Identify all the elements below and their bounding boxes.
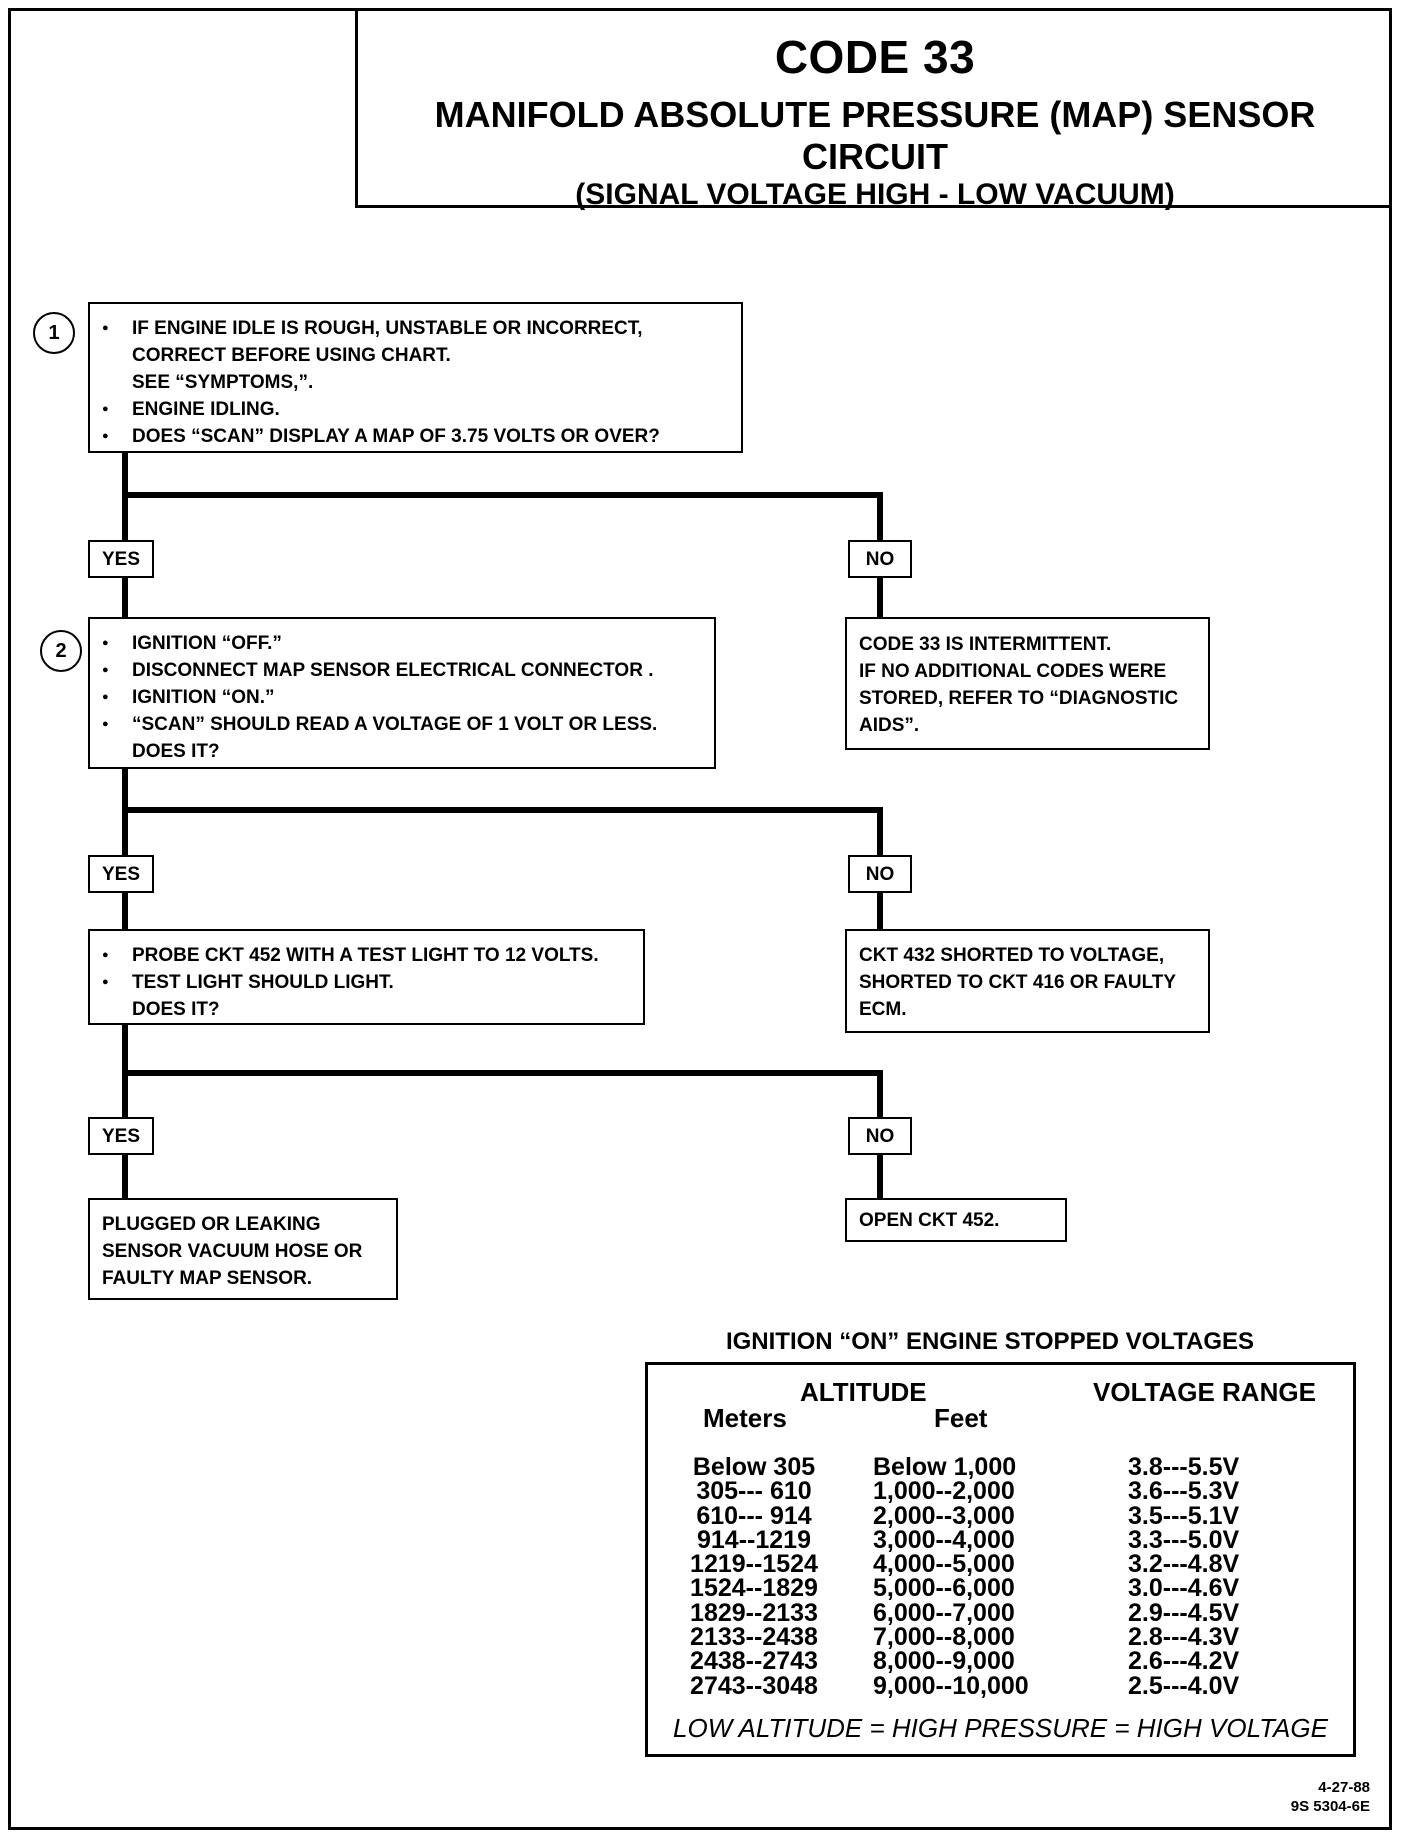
page-border — [8, 8, 1392, 1830]
voltage-cell: 3.0---4.6V — [1128, 1574, 1240, 1603]
feet-cell: 5,000--6,000 — [873, 1574, 1015, 1603]
voltage-cell: 2.8---4.3V — [1128, 1623, 1240, 1652]
feet-cell: 2,000--3,000 — [873, 1501, 1015, 1530]
voltage-cell: 2.6---4.2V — [1128, 1647, 1240, 1676]
meters-cell: Below 305 — [692, 1453, 816, 1481]
connector-line — [125, 1070, 883, 1119]
no-label: NO — [848, 855, 912, 893]
meters-cell: 914--1219 — [697, 1525, 811, 1554]
feet-cell: 3,000--4,000 — [873, 1525, 1015, 1554]
step-1-line: DOES “SCAN” DISPLAY A MAP OF 3.75 VOLTS … — [90, 423, 741, 450]
step-number-2: 2 — [40, 630, 82, 672]
voltage-header: VOLTAGE RANGE — [1093, 1377, 1316, 1407]
result-line: CKT 432 SHORTED TO VOLTAGE, — [859, 945, 1165, 966]
yes-label: YES — [88, 1117, 154, 1155]
result-line: AIDS”. — [859, 715, 920, 736]
step-3-line: PROBE CKT 452 WITH A TEST LIGHT TO 12 VO… — [90, 942, 643, 969]
no-label: NO — [848, 1117, 912, 1155]
voltage-cell: 3.6---5.3V — [1128, 1477, 1240, 1506]
voltage-cell: 3.2---4.8V — [1128, 1550, 1240, 1579]
result-open-box: OPEN CKT 452. — [845, 1198, 1067, 1242]
code-title: CODE 33 — [774, 31, 976, 83]
voltage-cell: 3.8---5.5V — [1128, 1453, 1240, 1481]
result-intermittent-box: CODE 33 IS INTERMITTENT. IF NO ADDITIONA… — [845, 617, 1210, 750]
result-line: PLUGGED OR LEAKING — [102, 1214, 321, 1235]
yes-label: YES — [88, 540, 154, 578]
feet-cell: 6,000--7,000 — [873, 1598, 1015, 1627]
connector-line — [125, 492, 883, 542]
step-3-line: TEST LIGHT SHOULD LIGHT. — [90, 969, 643, 996]
meters-column: Below 305 305--- 610 610--- 914 914--121… — [668, 1453, 840, 1700]
altitude-header: ALTITUDE — [800, 1377, 927, 1407]
feet-cell: Below 1,000 — [873, 1453, 1017, 1481]
feet-cell: 7,000--8,000 — [873, 1623, 1015, 1652]
result-line: ECM. — [859, 999, 907, 1020]
feet-cell: 1,000--2,000 — [873, 1477, 1015, 1506]
feet-header: Feet — [934, 1403, 988, 1433]
reference-date: 4-27-88 — [1318, 1779, 1370, 1796]
feet-cell: 9,000--10,000 — [873, 1671, 1029, 1700]
result-line: STORED, REFER TO “DIAGNOSTIC — [859, 688, 1179, 709]
step-2-line: DOES IT? — [132, 741, 220, 762]
step-2-line: “SCAN” SHOULD READ A VOLTAGE OF 1 VOLT O… — [90, 711, 714, 738]
voltage-cell: 3.3---5.0V — [1128, 1525, 1240, 1554]
meters-cell: 1524--1829 — [690, 1574, 818, 1603]
voltage-column: 3.8---5.5V 3.6---5.3V 3.5---5.1V 3.3---5… — [1128, 1453, 1288, 1700]
step-number-1: 1 — [33, 312, 75, 354]
document-reference: 4-27-88 9S 5304-6E — [1291, 1778, 1370, 1816]
step-1-line: SEE “SYMPTOMS,”. — [132, 372, 314, 393]
altitude-pressure-note: LOW ALTITUDE = HIGH PRESSURE = HIGH VOLT… — [673, 1713, 1328, 1743]
step-1-line: CORRECT BEFORE USING CHART. — [132, 345, 451, 366]
meters-cell: 2438--2743 — [690, 1647, 818, 1676]
meters-cell: 2133--2438 — [690, 1623, 818, 1652]
result-line: CODE 33 IS INTERMITTENT. — [859, 634, 1112, 655]
step-2-line: IGNITION “ON.” — [90, 684, 714, 711]
meters-cell: 1829--2133 — [690, 1598, 818, 1627]
reference-number: 9S 5304-6E — [1290, 1798, 1370, 1815]
feet-column: Below 1,000 1,000--2,000 2,000--3,000 3,… — [873, 1453, 1048, 1700]
step-1-line: ENGINE IDLING. — [90, 396, 741, 423]
result-line: OPEN CKT 452. — [859, 1210, 1000, 1231]
step-1-line: IF ENGINE IDLE IS ROUGH, UNSTABLE OR INC… — [90, 315, 741, 342]
voltage-table-title: IGNITION “ON” ENGINE STOPPED VOLTAGES — [725, 1328, 1255, 1355]
circuit-subtitle: (SIGNAL VOLTAGE HIGH - LOW VACUUM) — [575, 178, 1175, 211]
feet-cell: 8,000--9,000 — [873, 1647, 1015, 1676]
voltage-cell: 2.9---4.5V — [1128, 1598, 1240, 1627]
result-line: IF NO ADDITIONAL CODES WERE — [859, 661, 1167, 682]
title-block: CODE 33 MANIFOLD ABSOLUTE PRESSURE (MAP)… — [355, 8, 1392, 211]
voltage-cell: 2.5---4.0V — [1128, 1671, 1240, 1700]
circuit-title: MANIFOLD ABSOLUTE PRESSURE (MAP) SENSOR … — [434, 94, 1316, 177]
feet-cell: 4,000--5,000 — [873, 1550, 1015, 1579]
meters-cell: 1219--1524 — [690, 1550, 818, 1579]
meters-cell: 2743--3048 — [690, 1671, 818, 1700]
result-line: FAULTY MAP SENSOR. — [102, 1268, 313, 1289]
step-2-line: DISCONNECT MAP SENSOR ELECTRICAL CONNECT… — [90, 657, 714, 684]
step-2-line: IGNITION “OFF.” — [90, 630, 714, 657]
meters-cell: 610--- 914 — [696, 1501, 812, 1530]
meters-cell: 305--- 610 — [696, 1477, 812, 1506]
yes-label: YES — [88, 855, 154, 893]
step-3-box: PROBE CKT 452 WITH A TEST LIGHT TO 12 VO… — [88, 929, 645, 1025]
result-plugged-box: PLUGGED OR LEAKING SENSOR VACUUM HOSE OR… — [88, 1198, 398, 1300]
step-2-box: IGNITION “OFF.” DISCONNECT MAP SENSOR EL… — [88, 617, 716, 769]
voltage-table: ALTITUDE Meters Feet VOLTAGE RANGE Below… — [645, 1362, 1356, 1757]
step-1-box: IF ENGINE IDLE IS ROUGH, UNSTABLE OR INC… — [88, 302, 743, 453]
step-3-line: DOES IT? — [132, 999, 220, 1020]
connector-line — [125, 807, 883, 857]
voltage-cell: 3.5---5.1V — [1128, 1501, 1240, 1530]
result-shorted-box: CKT 432 SHORTED TO VOLTAGE, SHORTED TO C… — [845, 929, 1210, 1033]
meters-header: Meters — [703, 1403, 787, 1433]
result-line: SHORTED TO CKT 416 OR FAULTY — [859, 972, 1177, 993]
no-label: NO — [848, 540, 912, 578]
result-line: SENSOR VACUUM HOSE OR — [102, 1241, 363, 1262]
